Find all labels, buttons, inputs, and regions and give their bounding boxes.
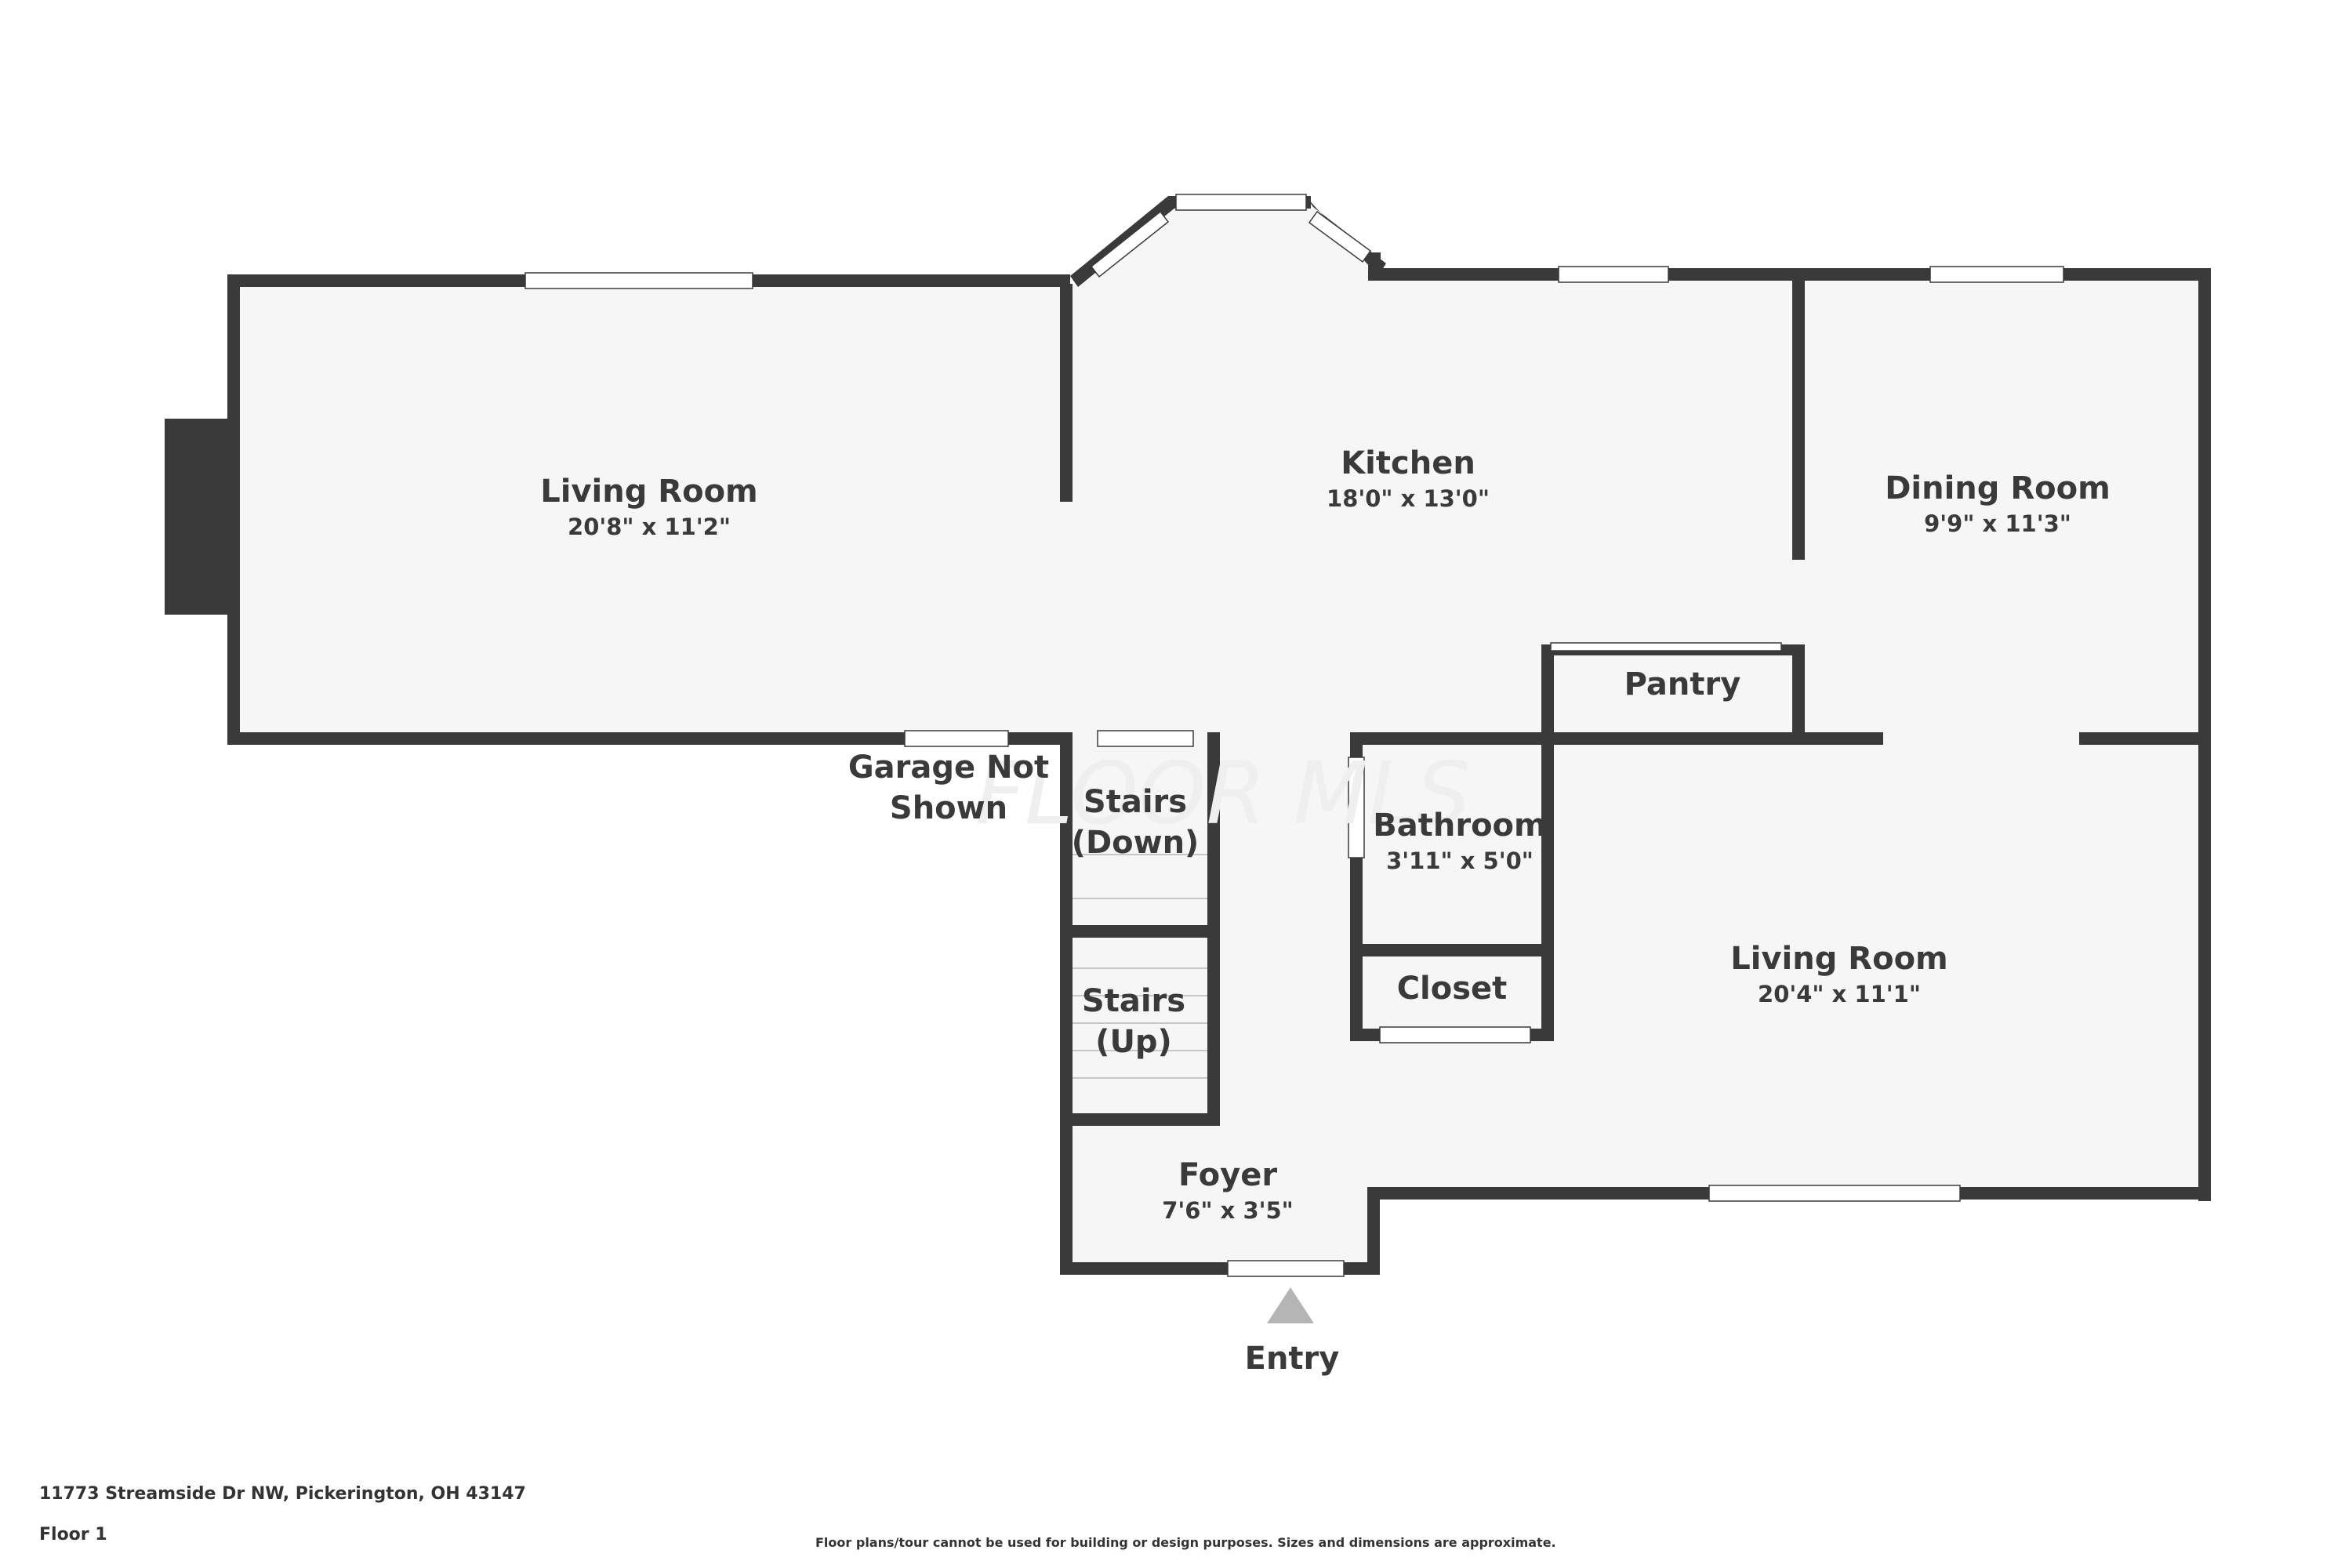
- stairs-down-label-line1: Stairs: [1083, 784, 1187, 820]
- windows: [524, 194, 2064, 1277]
- room-name-kitchen: Kitchen: [1341, 445, 1475, 481]
- stairs-up-label-line1: Stairs: [1082, 983, 1185, 1019]
- fireplace: [165, 419, 229, 615]
- entry-label: Entry: [1245, 1341, 1340, 1377]
- room-dims-foyer: 7'6" x 3'5": [1162, 1197, 1294, 1224]
- floor-label: Floor 1: [39, 1525, 107, 1544]
- room-dims-living-room-right: 20'4" x 11'1": [1758, 981, 1921, 1007]
- room-name-dining-room: Dining Room: [1885, 470, 2111, 506]
- room-name-closet: Closet: [1397, 971, 1508, 1007]
- garage-note-line2: Shown: [890, 790, 1007, 826]
- stair-treads: [1073, 854, 1207, 1079]
- property-address: 11773 Streamside Dr NW, Pickerington, OH…: [39, 1484, 526, 1504]
- room-name-pantry: Pantry: [1624, 666, 1741, 702]
- stairs-up-label-line2: (Up): [1095, 1024, 1172, 1060]
- entry-arrow-icon: [1267, 1287, 1314, 1323]
- room-name-bathroom: Bathroom: [1373, 808, 1546, 844]
- garage-note-line1: Garage Not: [848, 750, 1049, 786]
- room-dims-bathroom: 3'11" x 5'0": [1386, 848, 1534, 874]
- disclaimer: Floor plans/tour cannot be used for buil…: [815, 1535, 1556, 1550]
- room-name-living-room-right: Living Room: [1730, 941, 1947, 977]
- room-name-living-room-left: Living Room: [540, 474, 757, 510]
- fireplace-label: Fireplace: [180, 437, 216, 601]
- watermark: FLOOR MLS: [975, 743, 1471, 844]
- stairs-down-label-line2: (Down): [1072, 825, 1200, 861]
- room-name-foyer: Foyer: [1178, 1157, 1277, 1193]
- room-dims-kitchen: 18'0" x 13'0": [1327, 485, 1490, 512]
- room-dims-living-room-left: 20'8" x 11'2": [568, 514, 731, 540]
- room-dims-dining-room: 9'9" x 11'3": [1924, 510, 2071, 537]
